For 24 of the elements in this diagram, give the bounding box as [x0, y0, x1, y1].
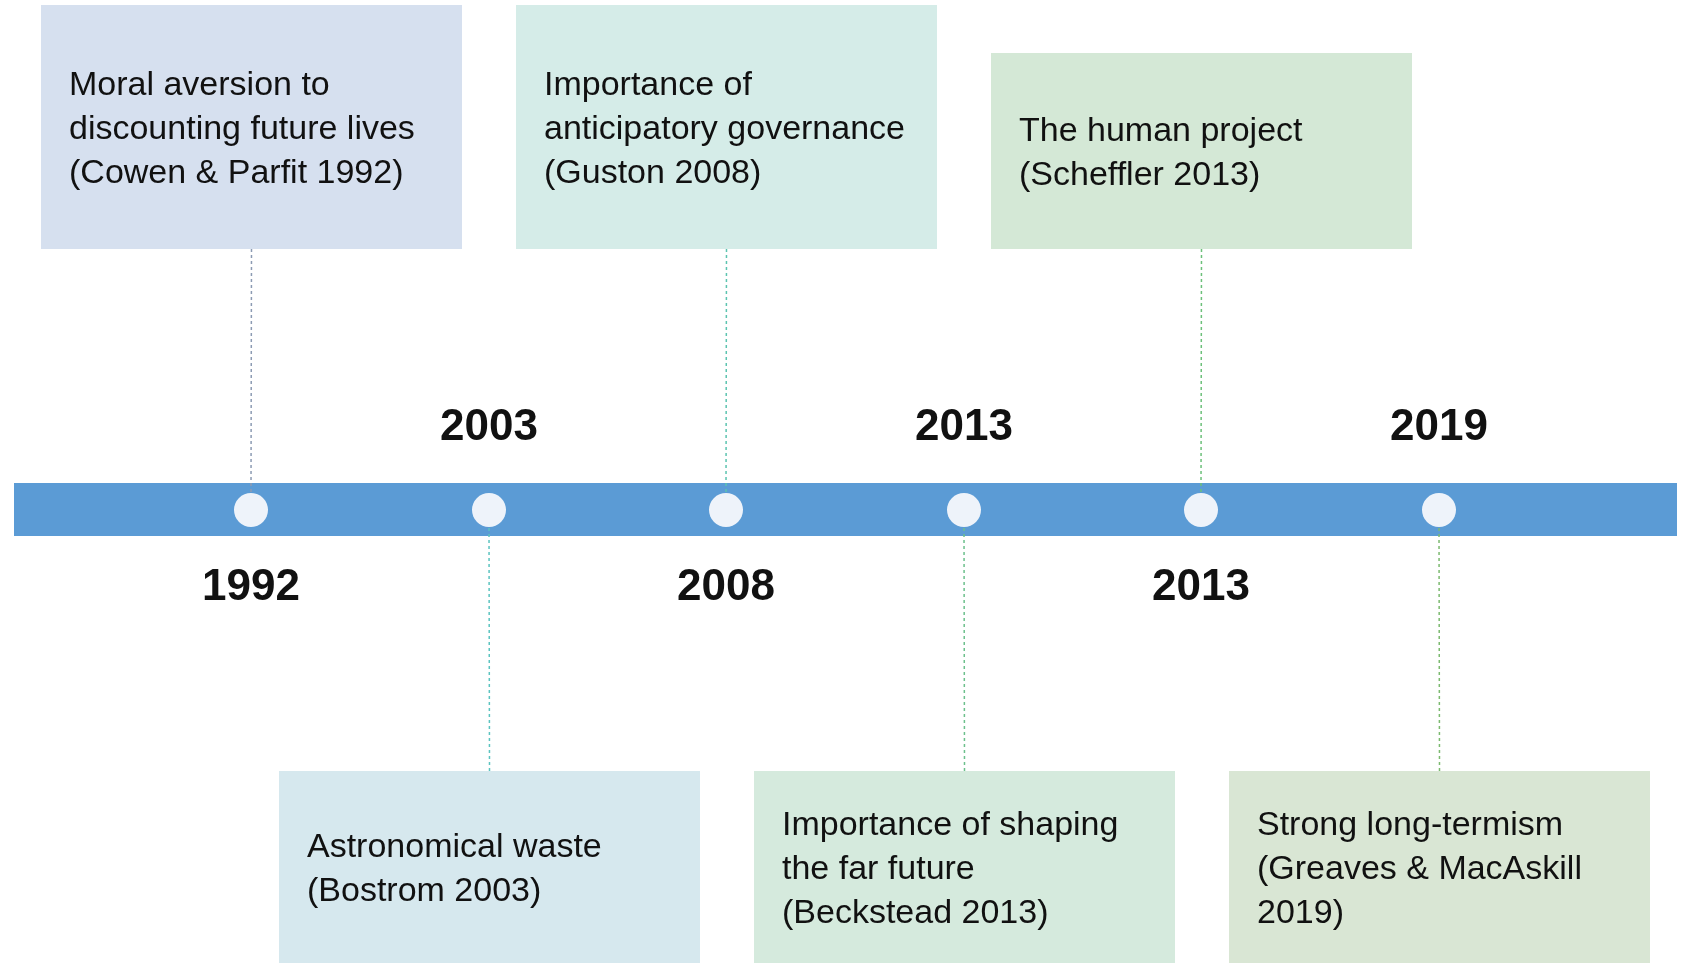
event-box — [516, 5, 937, 249]
event-text: Astronomical waste (Bostrom 2003) — [307, 825, 603, 910]
event-text: Importance of anticipatory governance (Guston 2008) — [544, 63, 906, 192]
year-label: 2008 — [676, 560, 776, 610]
year-label: 1992 — [201, 560, 301, 610]
year-label: 2013 — [914, 400, 1014, 450]
event-text: Moral aversion to discounting future lives (Cowen & Parfit 1992) — [69, 63, 416, 192]
leader-line — [488, 526, 491, 772]
event-box — [1229, 771, 1650, 963]
leader-line — [725, 248, 728, 494]
year-label: 2003 — [439, 400, 539, 450]
leader-line — [1200, 248, 1203, 494]
event-text: Importance of shaping the far future (Beckstead 2013) — [782, 803, 1120, 932]
leader-line — [1438, 526, 1441, 772]
event-box — [991, 53, 1412, 249]
leader-line — [250, 248, 253, 494]
event-box — [754, 771, 1175, 963]
event-box — [41, 5, 462, 249]
year-label: 2013 — [1151, 560, 1251, 610]
event-text: The human project (Scheffler 2013) — [1019, 109, 1304, 194]
year-label: 2019 — [1389, 400, 1489, 450]
leader-line — [963, 526, 966, 772]
event-text: Strong long-termism (Greaves & MacAskill 2019) — [1257, 803, 1583, 932]
event-box — [279, 771, 700, 963]
